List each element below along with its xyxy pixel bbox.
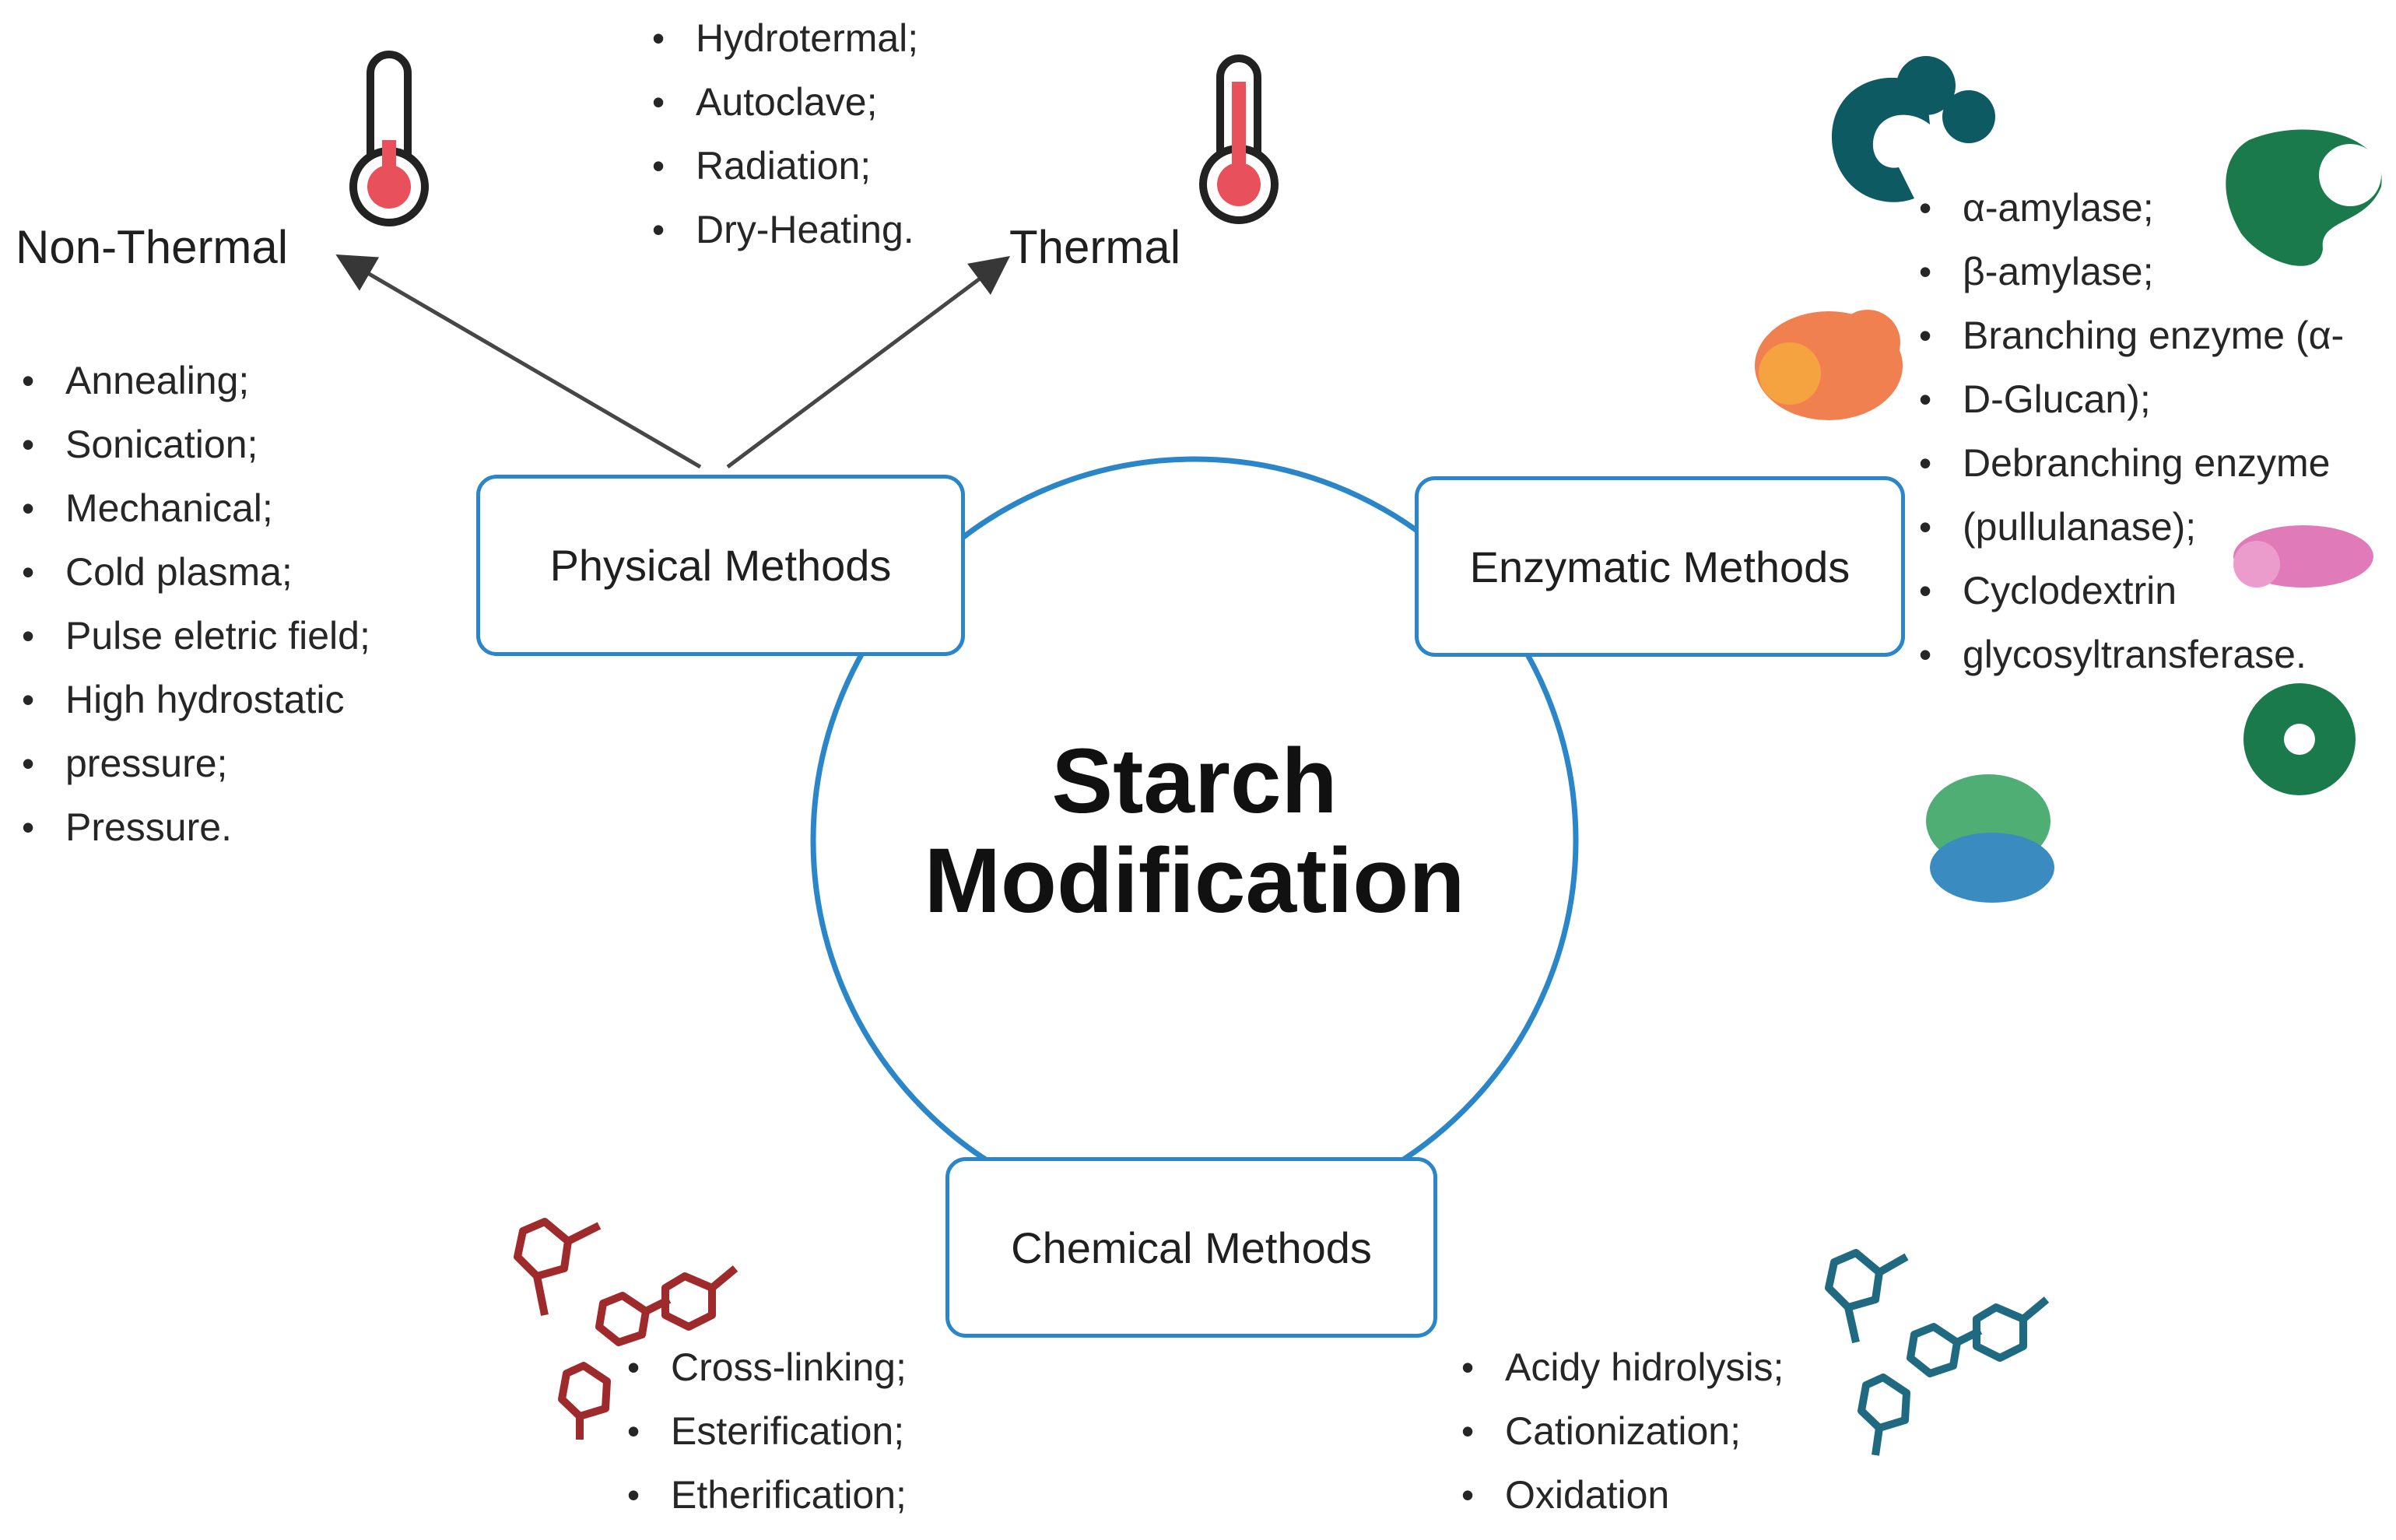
thermometer-icon bbox=[1199, 54, 1279, 224]
center-title-line2: Modification bbox=[924, 830, 1465, 932]
non-thermal-list: Annealing; Sonication; Mechanical; Cold … bbox=[22, 349, 370, 859]
list-item: α-amylase; bbox=[1919, 176, 2344, 240]
thermal-label: Thermal bbox=[1009, 221, 1181, 273]
list-item: Cold plasma; bbox=[22, 540, 370, 604]
list-item: Esterification; bbox=[627, 1399, 907, 1463]
non-thermal-label: Non-Thermal bbox=[16, 221, 289, 273]
list-item: Debranching enzyme bbox=[1919, 431, 2344, 495]
list-item: Acidy hidrolysis; bbox=[1461, 1335, 1784, 1399]
list-item: Cyclodextrin bbox=[1919, 559, 2344, 623]
thermal-list: Hydrotermal; Autoclave; Radiation; Dry-H… bbox=[652, 6, 918, 261]
list-item: Pressure. bbox=[22, 795, 370, 859]
center-title-line1: Starch bbox=[1051, 730, 1338, 833]
chemical-methods-box[interactable]: Chemical Methods bbox=[945, 1157, 1437, 1338]
molecule-icon bbox=[514, 1218, 738, 1440]
enzymatic-methods-box[interactable]: Enzymatic Methods bbox=[1415, 476, 1905, 657]
protein-icon bbox=[1926, 774, 2054, 903]
list-item: Pulse eletric field; bbox=[22, 604, 370, 668]
list-item: Cationization; bbox=[1461, 1399, 1784, 1463]
arrow-non-thermal bbox=[335, 254, 702, 469]
list-item: Sonication; bbox=[22, 412, 370, 476]
arrow-thermal bbox=[726, 256, 1011, 469]
list-item-continuation: pressure; bbox=[22, 731, 370, 795]
chemical-left-list: Cross-linking; Esterification; Etherific… bbox=[627, 1335, 907, 1527]
list-item: High hydrostatic bbox=[22, 668, 370, 731]
list-item: Annealing; bbox=[22, 349, 370, 412]
list-item-continuation: glycosyltransferase. bbox=[1919, 623, 2344, 686]
enzymatic-list: α-amylase; β-amylase; Branching enzyme (… bbox=[1919, 176, 2344, 686]
list-item: Branching enzyme (α- bbox=[1919, 303, 2344, 367]
list-item: Autoclave; bbox=[652, 70, 918, 134]
list-item: Oxidation bbox=[1461, 1463, 1784, 1527]
list-item-continuation: D-Glucan); bbox=[1919, 367, 2344, 431]
list-item: Mechanical; bbox=[22, 476, 370, 540]
protein-icon bbox=[1755, 310, 1903, 420]
protein-icon bbox=[1831, 56, 1995, 202]
list-item: Radiation; bbox=[652, 134, 918, 198]
list-item: Cross-linking; bbox=[627, 1335, 907, 1399]
list-item: Hydrotermal; bbox=[652, 6, 918, 70]
list-item-continuation: (pullulanase); bbox=[1919, 495, 2344, 559]
protein-icon bbox=[2243, 683, 2356, 795]
list-item: β-amylase; bbox=[1919, 240, 2344, 303]
center-title: Starch Modification bbox=[883, 731, 1506, 931]
list-item: Etherification; bbox=[627, 1463, 907, 1527]
chemical-right-list: Acidy hidrolysis; Cationization; Oxidati… bbox=[1461, 1335, 1784, 1527]
physical-methods-box[interactable]: Physical Methods bbox=[476, 475, 965, 656]
thermometer-icon bbox=[349, 51, 429, 226]
molecule-icon bbox=[1825, 1249, 2050, 1456]
list-item: Dry-Heating. bbox=[652, 198, 918, 261]
